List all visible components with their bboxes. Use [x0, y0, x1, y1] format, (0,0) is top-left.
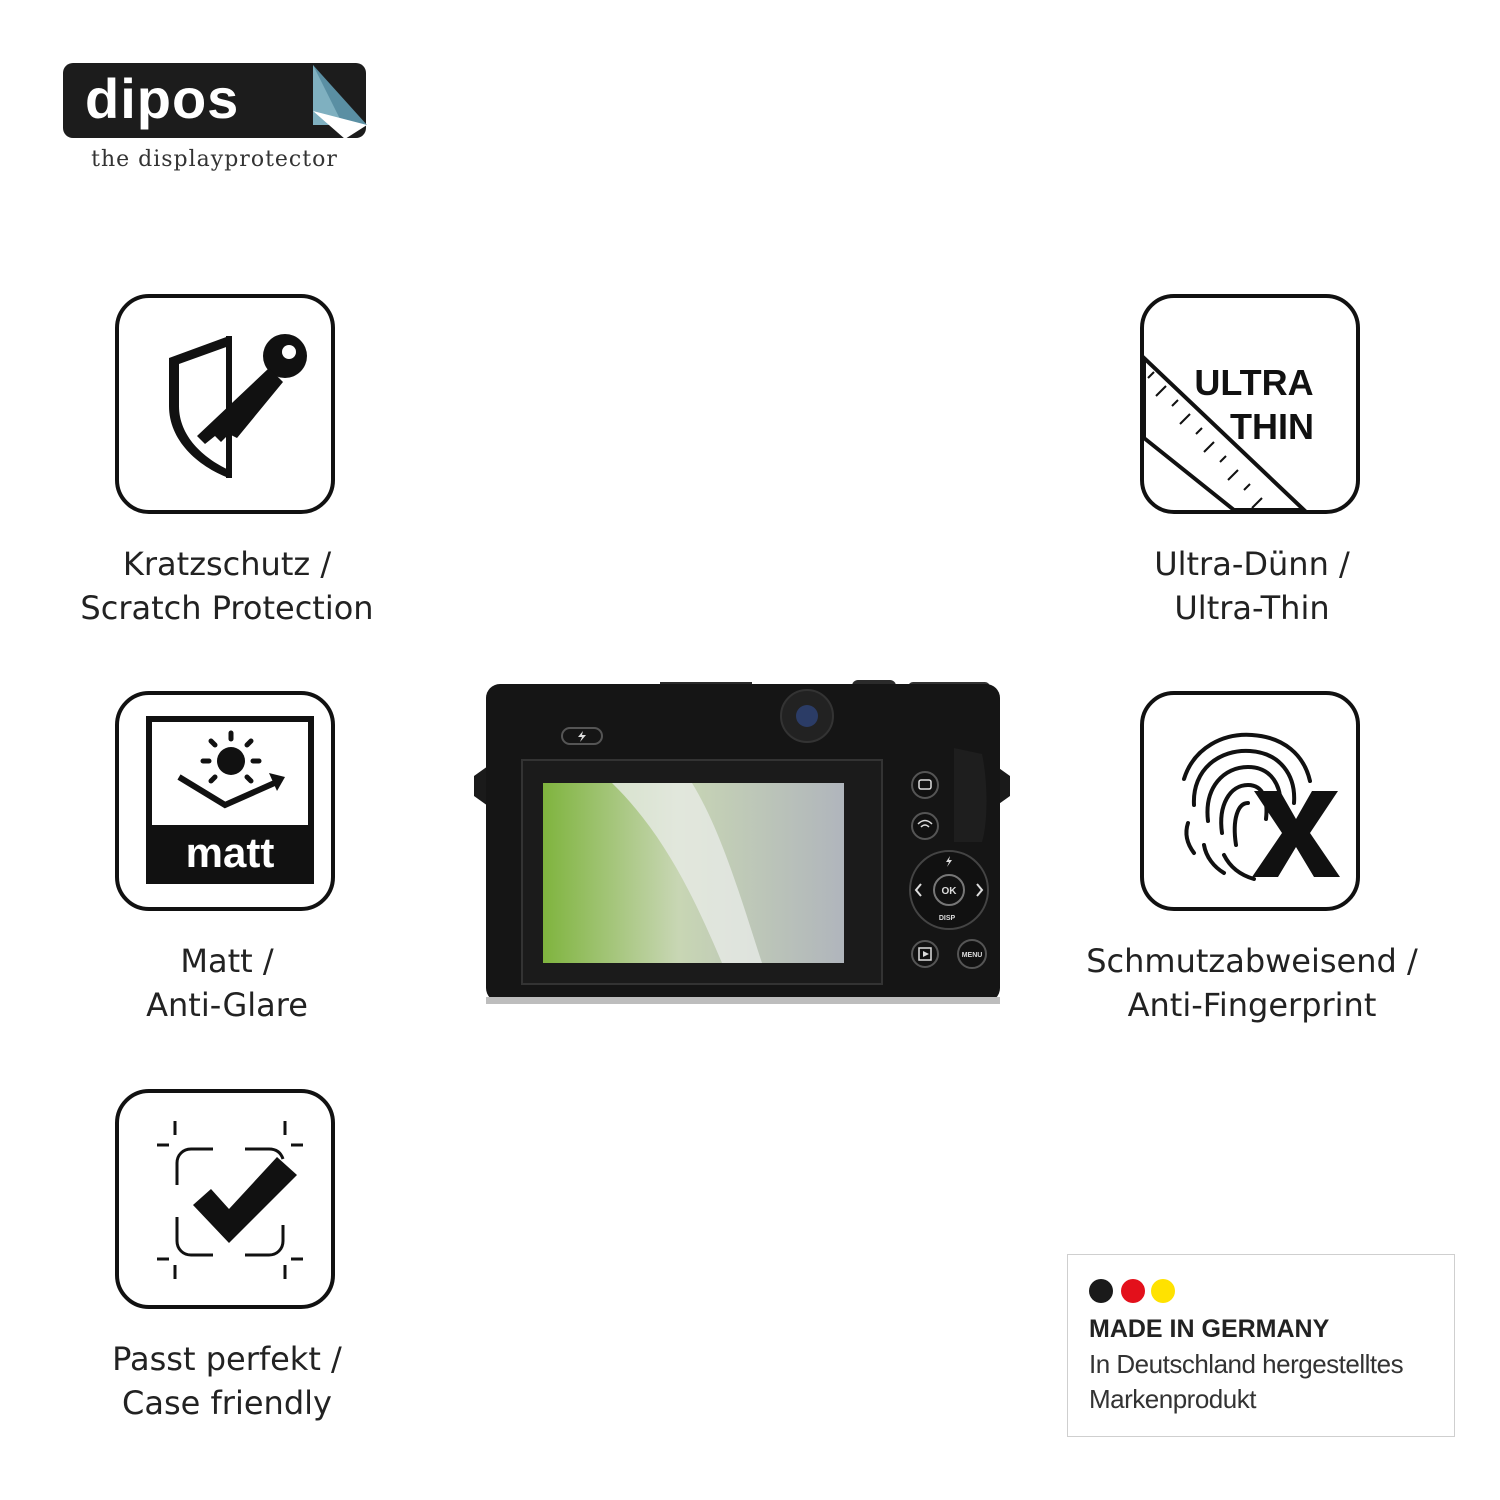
flag-dot-red [1121, 1279, 1145, 1303]
flag-dot-gold [1151, 1279, 1175, 1303]
caption-line-de: Kratzschutz / [122, 545, 332, 583]
play-icon [923, 951, 929, 957]
anti-glare-caption: Matt / Anti-Glare [17, 939, 437, 1027]
flash-icon [946, 856, 952, 867]
logo-fold-icon [313, 65, 367, 139]
made-in-germany-line2: Markenprodukt [1089, 1384, 1256, 1414]
matt-sun-icon: matt [146, 716, 314, 884]
left-arrow-icon [914, 883, 922, 897]
caption-line-de: Ultra-Dünn / [1154, 545, 1350, 583]
ultra-thin-icon: ULTRA THIN [1144, 355, 1314, 510]
case-friendly-tile [115, 1089, 335, 1309]
scratch-protection-caption: Kratzschutz / Scratch Protection [17, 542, 437, 630]
brand-tagline: the displayprotector [91, 147, 338, 172]
caption-line-de: Passt perfekt / [112, 1340, 342, 1378]
menu-button[interactable] [957, 939, 987, 969]
ultra-thin-tile: ULTRA THIN [1140, 294, 1360, 514]
made-in-germany-title: MADE IN GERMANY [1089, 1315, 1330, 1343]
caption-line-en: Anti-Glare [146, 986, 308, 1024]
anti-glare-tile: matt [115, 691, 335, 911]
thin-text: THIN [1230, 406, 1314, 447]
viewfinder-lens [796, 705, 818, 727]
made-in-germany-line1: In Deutschland hergestelltes [1089, 1349, 1404, 1379]
anti-fingerprint-tile [1140, 691, 1360, 911]
camera-base-edge [486, 997, 1000, 1004]
menu-label: MENU [962, 952, 983, 959]
caption-line-de: Matt / [180, 942, 274, 980]
scratch-protection-tile [115, 294, 335, 514]
made-in-germany-badge: MADE IN GERMANY In Deutschland hergestel… [1067, 1254, 1455, 1437]
left-strap-lug [474, 766, 488, 806]
anti-fingerprint-caption: Schmutzabweisend / Anti-Fingerprint [1042, 939, 1462, 1027]
case-check-icon [157, 1121, 303, 1279]
shield-key-icon [169, 334, 307, 478]
ultra-text: ULTRA [1194, 362, 1313, 403]
wifi-button[interactable] [911, 812, 939, 840]
caption-line-en: Case friendly [122, 1384, 332, 1422]
right-arrow-icon [976, 883, 984, 897]
brand-logo: dipos [85, 67, 240, 130]
flag-dot-black [1089, 1279, 1113, 1303]
caption-line-de: Schmutzabweisend / [1086, 942, 1418, 980]
camera-back-view: OK DISP MENU [474, 680, 1010, 1004]
matt-text: matt [186, 829, 275, 876]
disp-label: DISP [939, 915, 956, 922]
fingerprint-x-icon [1182, 732, 1340, 881]
thumb-grip [954, 748, 987, 842]
ok-label: OK [942, 886, 958, 897]
ok-button[interactable] [933, 874, 965, 906]
camera-button[interactable] [911, 771, 939, 799]
caption-line-en: Anti-Fingerprint [1127, 986, 1377, 1024]
case-friendly-caption: Passt perfekt / Case friendly [17, 1337, 437, 1425]
ultra-thin-caption: Ultra-Dünn / Ultra-Thin [1042, 542, 1462, 630]
caption-line-en: Ultra-Thin [1174, 589, 1330, 627]
caption-line-en: Scratch Protection [80, 589, 374, 627]
